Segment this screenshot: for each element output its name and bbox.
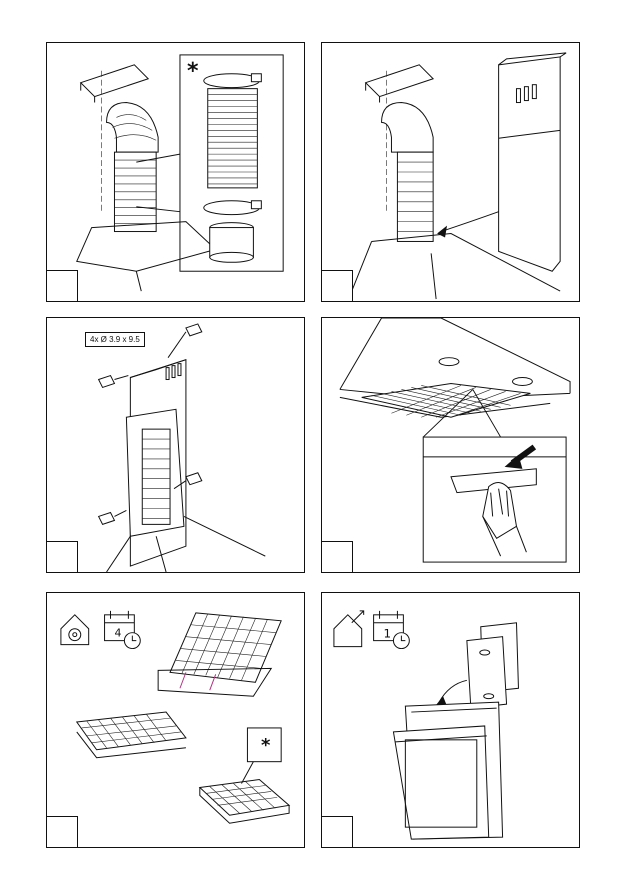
svg-text:1: 1 <box>384 627 392 641</box>
house-outlet-icon <box>334 611 364 647</box>
filter-removal-illustration <box>322 318 579 572</box>
panel-grease-filter-removal <box>321 317 580 573</box>
step-number-box <box>321 816 353 848</box>
house-filter-icon <box>61 615 89 645</box>
step-number-box <box>321 270 353 302</box>
svg-text:4: 4 <box>114 627 121 640</box>
charcoal-filter-illustration: 4 <box>47 593 304 847</box>
panel-duct-connection: * <box>46 42 305 302</box>
callout-asterisk: * <box>187 59 199 84</box>
chimney-screws-illustration <box>47 318 304 572</box>
step-number-box <box>321 541 353 573</box>
step-number-box <box>46 816 78 848</box>
calendar-clock-icon: 4 <box>105 611 141 649</box>
step-number-box <box>46 541 78 573</box>
duct-illustration <box>47 43 304 301</box>
screw-size-label: 4x Ø 3.9 x 9.5 <box>85 332 145 347</box>
dishwasher-illustration: 1 <box>322 593 579 847</box>
panel-chimney-screws: 4x Ø 3.9 x 9.5 <box>46 317 305 573</box>
panel-charcoal-filter: 4 * <box>46 592 305 848</box>
step-number-box <box>46 270 78 302</box>
callout-asterisk: * <box>261 735 270 756</box>
calendar-one-icon: 1 <box>374 611 410 649</box>
panel-dishwasher-cleaning: 1 <box>321 592 580 848</box>
chimney-illustration <box>322 43 579 301</box>
panel-chimney-fitting <box>321 42 580 302</box>
